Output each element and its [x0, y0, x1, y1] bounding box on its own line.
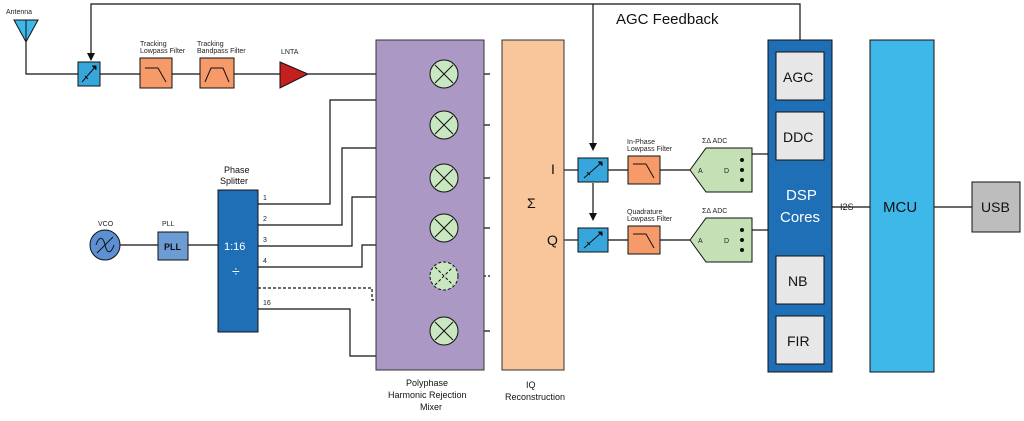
port-16-label: 16	[263, 300, 271, 307]
phase-splitter-label-2: Splitter	[220, 176, 248, 186]
q-attenuator	[577, 227, 609, 253]
vco-icon	[89, 229, 121, 261]
mixer-node	[429, 59, 459, 89]
phase-splitter-label-1: Phase	[224, 165, 250, 175]
ddc-sub-block	[775, 111, 825, 161]
mixer-node	[429, 213, 459, 243]
usb-label: USB	[981, 199, 1010, 215]
i2s-label: I2S	[840, 202, 854, 212]
mcu-block	[869, 39, 935, 373]
pll-block-label: PLL	[164, 242, 182, 252]
mixer-label-2: Harmonic Rejection	[388, 390, 467, 400]
divide-label: ÷	[232, 263, 240, 279]
agc-label: AGC	[783, 69, 813, 85]
antenna-icon	[13, 19, 39, 44]
dsp-label-1: DSP	[786, 187, 817, 204]
nb-label: NB	[788, 273, 807, 289]
port-4-label: 4	[263, 258, 267, 265]
adc-q: A D	[689, 217, 753, 263]
agc-sub-block	[775, 51, 825, 101]
iq-label-2: Reconstruction	[505, 392, 565, 402]
antenna-label: Antenna	[6, 9, 32, 16]
mixer-node	[429, 316, 459, 346]
mixer-label-3: Mixer	[420, 402, 442, 412]
adc-a-label: A	[698, 238, 703, 245]
port-1-label: 1	[263, 195, 267, 202]
pll-block	[157, 231, 189, 261]
mixer-nodes	[429, 59, 459, 346]
vco-label: VCO	[98, 221, 114, 228]
pll-small-label: PLL	[162, 221, 175, 228]
ratio-label: 1:16	[224, 241, 245, 253]
mixer-label-1: Polyphase	[406, 378, 448, 388]
quad-label-2: Lowpass Filter	[627, 216, 673, 223]
adc-a-label: A	[698, 168, 703, 175]
lnta-label: LNTA	[281, 49, 299, 56]
iq-reconstruction-block	[501, 39, 565, 371]
phase-splitter-block	[217, 189, 259, 333]
tracking-bpf-label-2: Bandpass Filter	[197, 48, 246, 55]
port-3-label: 3	[263, 237, 267, 244]
adc-top-label: ΣΔ ADC	[702, 138, 727, 145]
lnta-amplifier	[279, 61, 310, 89]
usb-block	[971, 181, 1021, 233]
i-attenuator	[577, 157, 609, 183]
dsp-label-2: Cores	[780, 209, 820, 226]
mixer-node-dashed	[429, 261, 459, 291]
tracking-lpf-label-1: Tracking	[140, 41, 167, 48]
inphase-label-1: In-Phase	[627, 139, 655, 146]
tracking-bpf-label-1: Tracking	[197, 41, 224, 48]
tracking-bandpass-filter	[199, 57, 235, 89]
fir-label: FIR	[787, 333, 810, 349]
ddc-label: DDC	[783, 129, 813, 145]
quadrature-lowpass-filter	[627, 225, 661, 255]
rf-attenuator	[77, 61, 101, 87]
adc-bottom-label: ΣΔ ADC	[702, 208, 727, 215]
quad-label-1: Quadrature	[627, 209, 663, 216]
nb-sub-block	[775, 255, 825, 305]
mcu-label: MCU	[883, 199, 917, 216]
mixer-block	[375, 39, 485, 371]
i-output-label: I	[551, 161, 555, 177]
port-2-label: 2	[263, 216, 267, 223]
agc-feedback-label: AGC Feedback	[616, 11, 719, 28]
tracking-lowpass-filter	[139, 57, 173, 89]
inphase-label-2: Lowpass Filter	[627, 146, 673, 153]
mixer-node	[429, 110, 459, 140]
inphase-lowpass-filter	[627, 155, 661, 185]
iq-label-1: IQ	[526, 380, 536, 390]
mixer-node	[429, 163, 459, 193]
adc-d-label: D	[724, 168, 729, 175]
fir-sub-block	[775, 315, 825, 365]
sigma-label: Σ	[527, 195, 536, 211]
adc-d-label: D	[724, 238, 729, 245]
tracking-lpf-label-2: Lowpass Filter	[140, 48, 186, 55]
adc-i: A D	[689, 147, 753, 193]
q-output-label: Q	[547, 232, 558, 248]
